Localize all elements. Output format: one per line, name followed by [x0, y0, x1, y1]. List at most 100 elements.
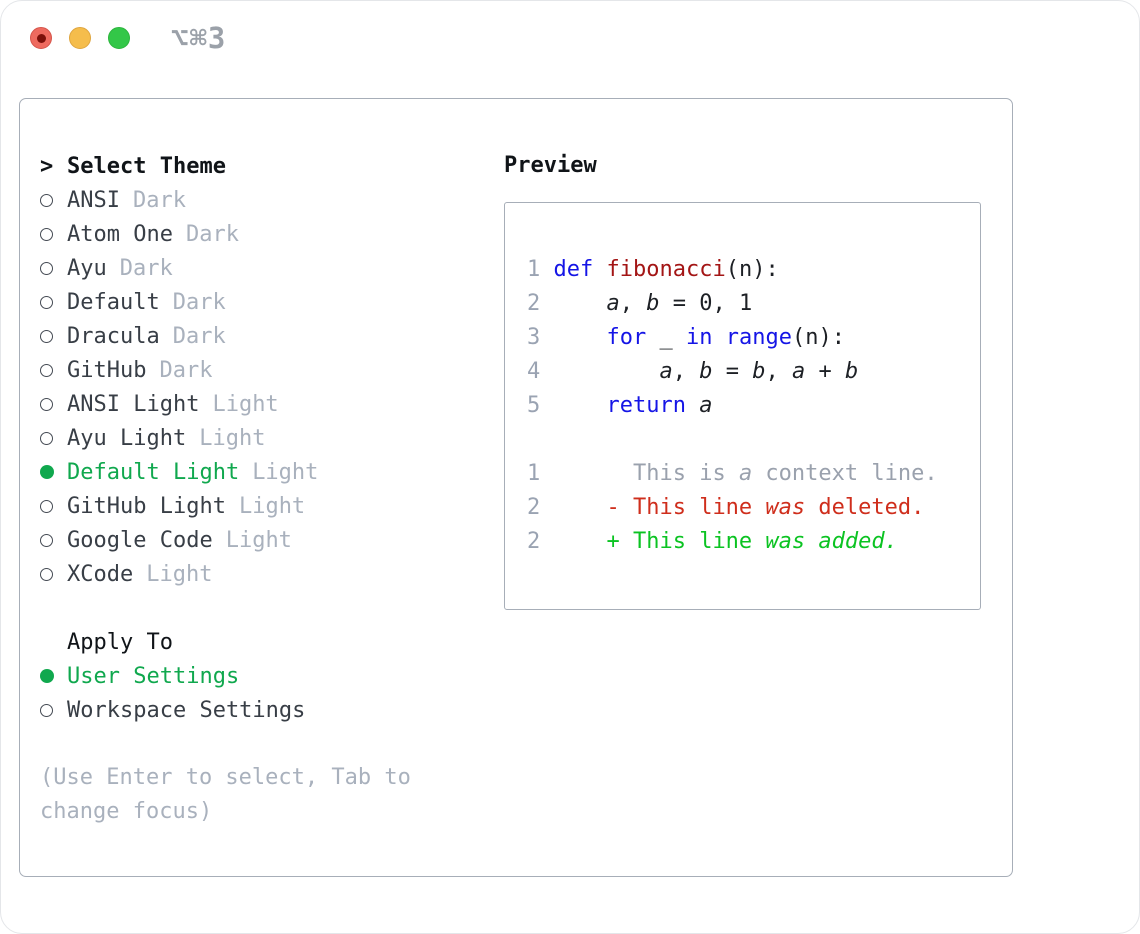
radio-icon — [40, 363, 53, 377]
option-label: ANSI — [67, 187, 120, 213]
theme-option-dracula[interactable]: Dracula Dark — [40, 319, 490, 353]
code-token: for — [606, 325, 647, 350]
close-dot-icon — [36, 33, 46, 43]
option-label: User Settings — [67, 663, 240, 689]
code-token: was — [765, 495, 806, 520]
theme-option-ayu-light[interactable]: Ayu Light Light — [40, 421, 490, 455]
option-label: XCode — [67, 561, 134, 587]
radio-icon — [40, 431, 53, 445]
theme-variant-tag: Light — [238, 493, 306, 519]
cursor-icon: > — [40, 153, 54, 179]
option-label: Ayu — [67, 255, 107, 281]
code-token — [554, 291, 607, 316]
option-label: GitHub — [67, 357, 147, 383]
line-number: 5 — [527, 393, 554, 418]
code-token: b — [699, 359, 713, 384]
line-number: 1 — [527, 461, 554, 486]
code-token: deleted. — [805, 495, 925, 520]
theme-option-atom-one[interactable]: Atom One Dark — [40, 217, 490, 251]
line-number: 2 — [527, 291, 554, 316]
code-token: = 0, 1 — [659, 291, 753, 316]
code-token: , — [619, 291, 647, 316]
radio-icon — [40, 295, 53, 309]
preview-line: 5 return a — [527, 389, 980, 423]
option-label: Ayu Light — [67, 425, 187, 451]
line-number: 3 — [527, 325, 554, 350]
theme-variant-tag: Dark — [172, 289, 226, 315]
code-token: + This line — [553, 529, 766, 554]
minimize-button[interactable] — [69, 27, 91, 49]
theme-variant-tag: Dark — [159, 357, 213, 383]
code-token — [554, 359, 660, 384]
radio-icon — [40, 533, 53, 547]
theme-option-ayu[interactable]: Ayu Dark — [40, 251, 490, 285]
code-token: , — [672, 359, 700, 384]
code-token: (n): — [791, 325, 845, 350]
apply-to-header: Apply To — [40, 625, 490, 659]
code-token: context line. — [752, 461, 938, 486]
code-token: a — [699, 393, 713, 418]
theme-variant-tag: Dark — [172, 323, 226, 349]
radio-selected-icon — [40, 465, 54, 479]
line-number: 2 — [527, 529, 554, 554]
radio-icon — [40, 397, 53, 411]
code-token — [554, 325, 607, 350]
code-token: a — [659, 359, 673, 384]
theme-option-ansi-light[interactable]: ANSI Light Light — [40, 387, 490, 421]
theme-option-github[interactable]: GitHub Dark — [40, 353, 490, 387]
theme-variant-tag: Light — [225, 527, 292, 553]
hint-line-1: (Use Enter to select, Tab to — [40, 765, 411, 790]
theme-variant-tag: Dark — [185, 221, 239, 247]
option-label: Dracula — [67, 323, 160, 349]
option-label: Atom One — [67, 221, 173, 247]
code-token: _ — [646, 325, 686, 350]
line-number: 2 — [527, 495, 554, 520]
spacer — [40, 591, 490, 625]
preview-title: Preview — [504, 153, 597, 178]
radio-icon — [40, 193, 53, 207]
code-token: (n): — [725, 257, 779, 282]
code-token: in — [685, 325, 713, 350]
zoom-button[interactable] — [108, 27, 130, 49]
code-token: = — [712, 359, 753, 384]
theme-variant-tag: Light — [146, 561, 213, 587]
code-token — [712, 325, 725, 350]
close-button[interactable] — [30, 27, 52, 49]
preview-line: 2 - This line was deleted. — [527, 491, 980, 525]
preview-line — [527, 423, 980, 457]
line-number: 4 — [527, 359, 554, 384]
apply-option-user-settings[interactable]: User Settings — [40, 659, 490, 693]
theme-option-google-code[interactable]: Google Code Light — [40, 523, 490, 557]
theme-variant-tag: Light — [212, 391, 279, 417]
window-title: ⌥⌘3 — [171, 21, 227, 55]
code-token: + — [805, 359, 845, 384]
code-token: b — [752, 359, 766, 384]
select-theme-title: Select Theme — [67, 153, 226, 179]
option-label: Google Code — [67, 527, 213, 553]
option-label: ANSI Light — [67, 391, 200, 417]
theme-variant-tag: Light — [199, 425, 266, 451]
code-token: fibonacci — [606, 257, 726, 282]
preview-column: Preview 1 def fibonacci(n):2 a, b = 0, 1… — [504, 149, 1000, 610]
traffic-lights — [30, 27, 130, 49]
code-token: a — [606, 291, 620, 316]
code-token — [686, 393, 699, 418]
radio-icon — [40, 567, 53, 581]
apply-option-workspace-settings[interactable]: Workspace Settings — [40, 693, 490, 727]
theme-variant-tag: Dark — [119, 255, 173, 281]
code-token: a — [738, 461, 753, 486]
preview-line: 2 a, b = 0, 1 — [527, 287, 980, 321]
theme-option-xcode[interactable]: XCode Light — [40, 557, 490, 591]
radio-selected-icon — [40, 669, 54, 683]
code-token: a — [791, 359, 806, 384]
option-label: Default Light — [67, 459, 240, 485]
preview-line: 2 + This line was added. — [527, 525, 980, 559]
code-token: - This line — [553, 495, 766, 520]
